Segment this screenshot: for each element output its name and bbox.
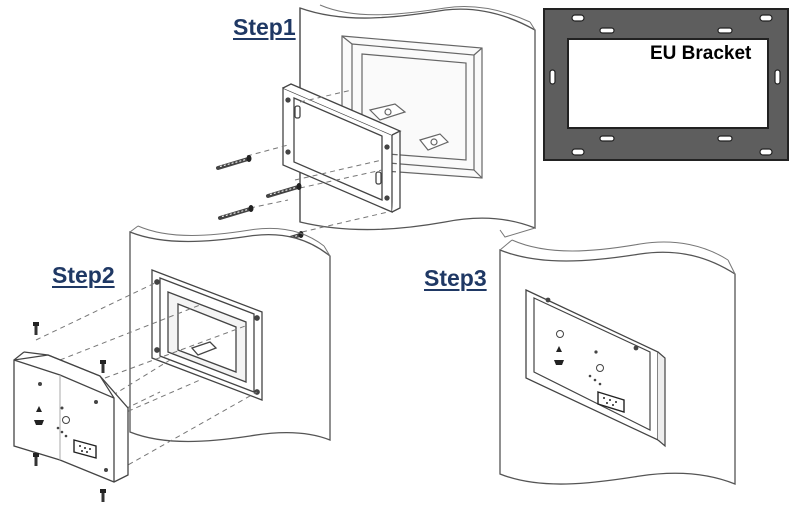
eu-bracket-label: EU Bracket [650, 43, 752, 64]
screw-icon [98, 358, 108, 375]
d-sub-connector-icon [597, 391, 625, 413]
screw-icon [31, 451, 41, 468]
logo-icon [34, 406, 44, 425]
screw-icon [98, 487, 108, 504]
step1-label: Step1 [233, 14, 296, 40]
step2-diagram [13, 225, 331, 504]
step3-label: Step3 [424, 265, 487, 291]
screw-icon [216, 153, 254, 170]
logo-icon [554, 346, 564, 365]
step2-label: Step2 [52, 262, 115, 288]
step2-device-plate [13, 351, 129, 483]
screw-icon [218, 203, 256, 220]
screw-icon [31, 320, 41, 337]
step2-mounted-bracket [151, 269, 263, 401]
step3-installed-plate [525, 288, 666, 448]
eu-bracket-illustration [543, 8, 789, 161]
step1-guide-lines [246, 89, 389, 233]
d-sub-connector-icon [73, 439, 97, 459]
step1-diagram [216, 4, 536, 246]
step3-diagram [499, 239, 736, 485]
step1-bracket [282, 83, 402, 213]
screw-icon [266, 181, 304, 198]
mounting-hole-icon [549, 14, 781, 156]
